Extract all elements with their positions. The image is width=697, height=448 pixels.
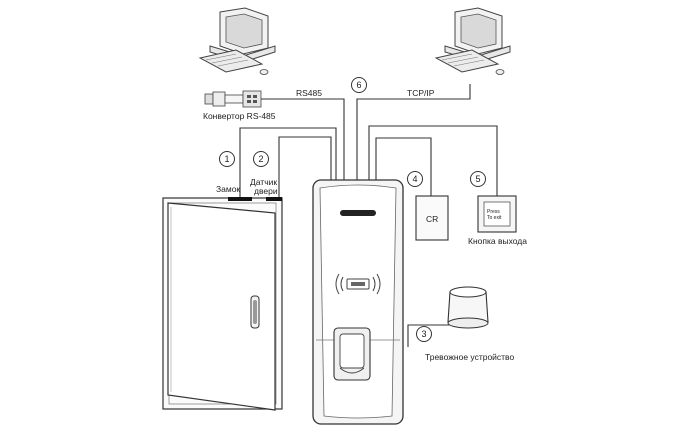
alarm-device-icon — [447, 286, 489, 329]
card-reader-label: CR — [426, 214, 438, 224]
marker-card-reader: 4 — [407, 171, 423, 187]
rs485-wire — [261, 98, 345, 180]
alarm-wire — [407, 324, 467, 347]
display-slot — [340, 210, 376, 216]
converter-label: Конвертор RS-485 — [203, 111, 276, 121]
lock-label: Замок — [216, 184, 240, 194]
exit-button — [477, 195, 517, 233]
door-sensor-label-line1: Датчик — [250, 177, 277, 187]
rfid-icon — [335, 273, 381, 295]
exit-button-face-line2: To exit — [487, 215, 502, 221]
marker-alarm: 3 — [416, 326, 432, 342]
door — [162, 197, 283, 411]
svg-text:2: 2 — [258, 154, 263, 164]
svg-text:4: 4 — [412, 174, 417, 184]
svg-text:5: 5 — [475, 174, 480, 184]
marker-lock: 1 — [219, 151, 235, 167]
marker-exit-button: 5 — [470, 171, 486, 187]
lock-strip — [228, 197, 252, 201]
door-sensor-strip — [266, 197, 282, 201]
rs485-converter-icon — [204, 90, 262, 108]
tcpip-wire — [356, 84, 471, 180]
svg-text:6: 6 — [356, 80, 361, 90]
door-sensor-wire — [278, 136, 332, 198]
computer-right-icon — [434, 7, 511, 75]
svg-text:1: 1 — [224, 154, 229, 164]
exit-button-face-line1: Press — [487, 209, 500, 215]
access-terminal — [312, 179, 404, 425]
alarm-label: Тревожное устройство — [425, 352, 514, 362]
svg-text:3: 3 — [421, 329, 426, 339]
marker-network: 6 — [351, 77, 367, 93]
rs485-label: RS485 — [296, 88, 322, 98]
door-sensor-label-line2: двери — [254, 186, 278, 196]
card-reader — [415, 195, 449, 241]
lock-wire — [239, 127, 337, 198]
exit-button-wire — [368, 125, 498, 196]
card-reader-wire — [375, 137, 432, 196]
exit-button-label: Кнопка выхода — [468, 236, 527, 246]
marker-door-sensor: 2 — [253, 151, 269, 167]
computer-left-icon — [198, 7, 276, 75]
tcpip-label: TCP/IP — [407, 88, 435, 98]
